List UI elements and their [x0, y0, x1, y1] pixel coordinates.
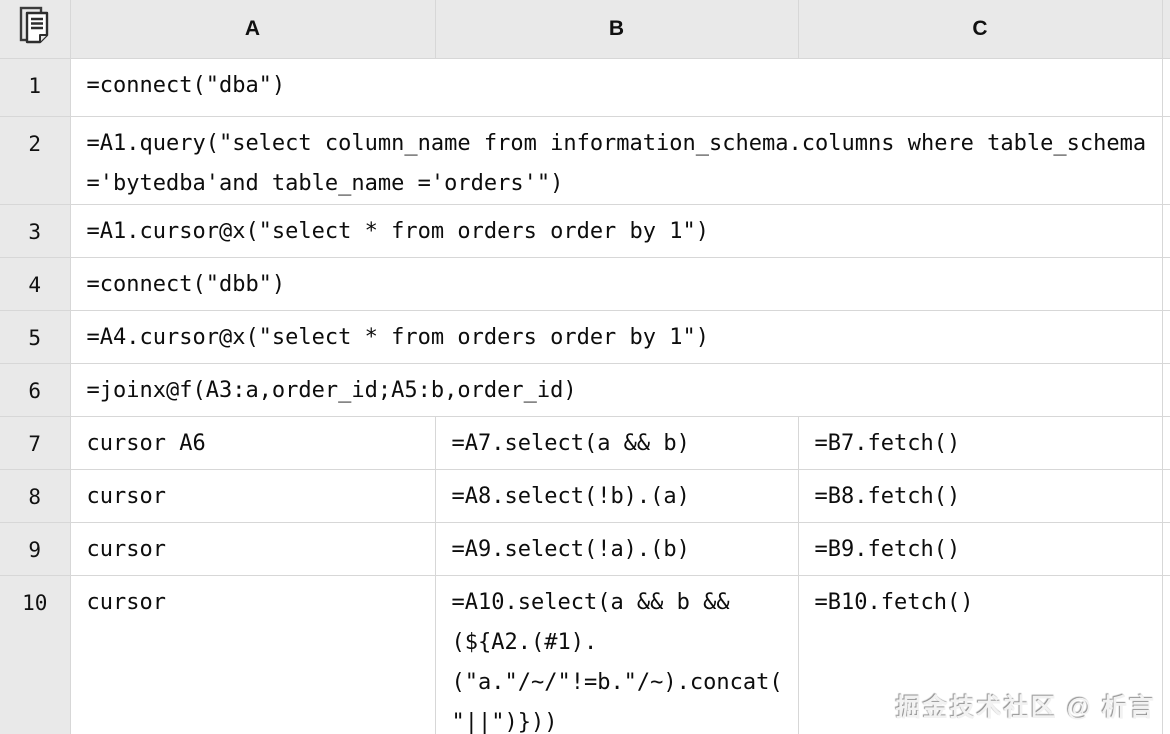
- row-overflow: [1162, 257, 1170, 311]
- row-header-6[interactable]: 6: [0, 363, 71, 417]
- row-overflow: [1162, 116, 1170, 205]
- cell-a5[interactable]: =A4.cursor@x("select * from orders order…: [70, 310, 1163, 364]
- sheet-row-1: 1 =connect("dba"): [0, 58, 1170, 117]
- cell-c7[interactable]: =B7.fetch(): [798, 416, 1163, 470]
- sheet-row-9: 9 cursor =A9.select(!a).(b) =B9.fetch(): [0, 522, 1170, 576]
- sheet-row-10: 10 cursor =A10.select(a && b && (${A2.(#…: [0, 575, 1170, 734]
- sheet-row-5: 5 =A4.cursor@x("select * from orders ord…: [0, 310, 1170, 364]
- watermark-text: 掘金技术社区 @ 析言: [895, 694, 1156, 722]
- cell-a1[interactable]: =connect("dba"): [70, 58, 1163, 117]
- sheet-row-8: 8 cursor =A8.select(!b).(a) =B8.fetch(): [0, 469, 1170, 523]
- row-header-4[interactable]: 4: [0, 257, 71, 311]
- column-header-c[interactable]: C: [798, 0, 1163, 59]
- cell-a9[interactable]: cursor: [70, 522, 436, 576]
- row-header-8[interactable]: 8: [0, 469, 71, 523]
- row-overflow: [1162, 363, 1170, 417]
- cell-a3[interactable]: =A1.cursor@x("select * from orders order…: [70, 204, 1163, 258]
- row-header-3[interactable]: 3: [0, 204, 71, 258]
- sheet-row-4: 4 =connect("dbb"): [0, 257, 1170, 311]
- sheet-row-2: 2 =A1.query("select column_name from inf…: [0, 116, 1170, 205]
- row-header-7[interactable]: 7: [0, 416, 71, 470]
- sheet-row-7: 7 cursor A6 =A7.select(a && b) =B7.fetch…: [0, 416, 1170, 470]
- sheets-icon: [16, 5, 54, 47]
- cell-b9[interactable]: =A9.select(!a).(b): [435, 522, 799, 576]
- column-header-row: A B C: [0, 0, 1170, 59]
- column-header-a[interactable]: A: [70, 0, 436, 59]
- row-header-5[interactable]: 5: [0, 310, 71, 364]
- cell-b10[interactable]: =A10.select(a && b && (${A2.(#1). ("a."/…: [435, 575, 799, 734]
- cell-a2[interactable]: =A1.query("select column_name from infor…: [70, 116, 1163, 205]
- row-header-9[interactable]: 9: [0, 522, 71, 576]
- column-header-overflow: [1162, 0, 1170, 59]
- cell-c9[interactable]: =B9.fetch(): [798, 522, 1163, 576]
- row-overflow: [1162, 522, 1170, 576]
- row-overflow: [1162, 310, 1170, 364]
- cell-a6[interactable]: =joinx@f(A3:a,order_id;A5:b,order_id): [70, 363, 1163, 417]
- row-header-1[interactable]: 1: [0, 58, 71, 117]
- sheet-row-3: 3 =A1.cursor@x("select * from orders ord…: [0, 204, 1170, 258]
- row-overflow: [1162, 416, 1170, 470]
- cell-a8[interactable]: cursor: [70, 469, 436, 523]
- row-header-10[interactable]: 10: [0, 575, 71, 734]
- cell-a10[interactable]: cursor: [70, 575, 436, 734]
- cell-a4[interactable]: =connect("dbb"): [70, 257, 1163, 311]
- select-all-corner[interactable]: [0, 0, 71, 59]
- cell-a7[interactable]: cursor A6: [70, 416, 436, 470]
- column-header-b[interactable]: B: [435, 0, 799, 59]
- cell-b8[interactable]: =A8.select(!b).(a): [435, 469, 799, 523]
- row-overflow: [1162, 575, 1170, 734]
- row-header-2[interactable]: 2: [0, 116, 71, 205]
- row-overflow: [1162, 58, 1170, 117]
- cell-c10[interactable]: =B10.fetch(): [798, 575, 1163, 734]
- sheet-row-6: 6 =joinx@f(A3:a,order_id;A5:b,order_id): [0, 363, 1170, 417]
- cell-b7[interactable]: =A7.select(a && b): [435, 416, 799, 470]
- row-overflow: [1162, 469, 1170, 523]
- row-overflow: [1162, 204, 1170, 258]
- cell-c8[interactable]: =B8.fetch(): [798, 469, 1163, 523]
